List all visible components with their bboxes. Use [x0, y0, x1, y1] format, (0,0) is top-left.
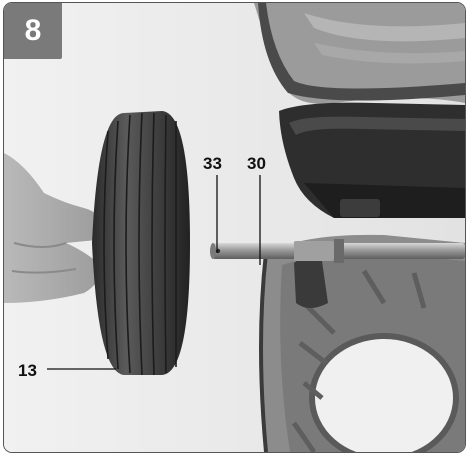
figure-frame: 8 33 30 13 — [3, 2, 466, 453]
axle-clip — [294, 257, 328, 308]
wheel — [92, 111, 190, 376]
assembly-photo — [4, 3, 465, 452]
callout-label-33: 33 — [203, 154, 222, 173]
callout-label-30: 30 — [247, 154, 266, 173]
callout-label-13: 13 — [18, 361, 37, 380]
mower-housing — [254, 3, 465, 104]
frame-opening — [312, 336, 456, 452]
hand — [4, 153, 104, 303]
step-number-badge: 8 — [4, 3, 62, 59]
wheel-bracket — [279, 102, 465, 218]
rear-frame — [259, 234, 465, 452]
axle-shaft — [210, 239, 465, 263]
